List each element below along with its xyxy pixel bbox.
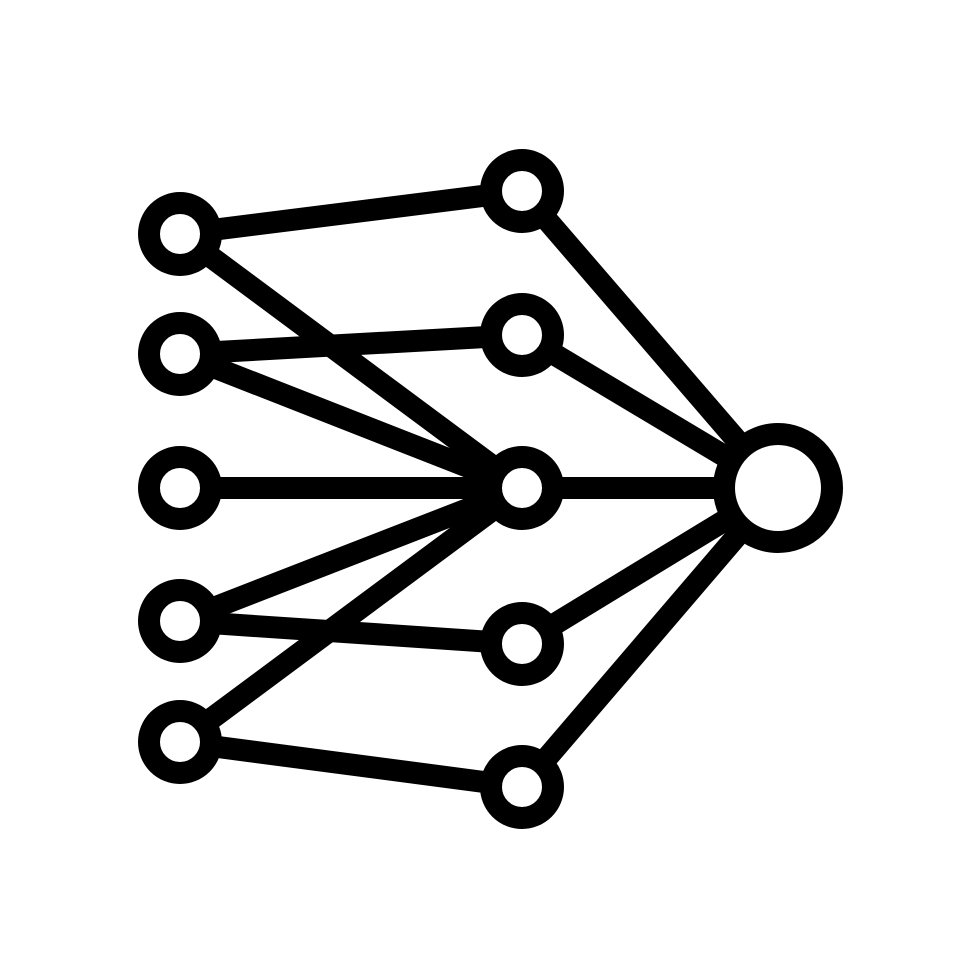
node-h-3 — [480, 446, 564, 530]
node-h-1 — [480, 149, 564, 233]
connection-h-5-out-1 — [511, 477, 789, 798]
node-out-1 — [713, 423, 843, 553]
node-in-1 — [138, 192, 222, 276]
connection-in-1-h-1 — [169, 180, 533, 245]
connection-in-2-h-2 — [169, 324, 533, 365]
node-in-2 — [138, 312, 222, 396]
connection-in-5-h-3 — [169, 477, 533, 753]
node-h-4 — [480, 602, 564, 686]
connection-in-2-h-3 — [169, 343, 533, 499]
connection-in-4-h-3 — [169, 477, 533, 632]
connection-in-1-h-3 — [169, 223, 533, 499]
node-h-5 — [480, 745, 564, 829]
connection-h-1-out-1 — [511, 180, 789, 499]
connections-group — [169, 180, 789, 798]
nodes-group — [138, 149, 843, 829]
node-in-5 — [138, 700, 222, 784]
node-h-2 — [480, 293, 564, 377]
connection-in-4-h-4 — [169, 610, 533, 655]
node-in-4 — [138, 579, 222, 663]
node-in-3 — [138, 446, 222, 530]
connection-in-5-h-5 — [169, 731, 533, 798]
